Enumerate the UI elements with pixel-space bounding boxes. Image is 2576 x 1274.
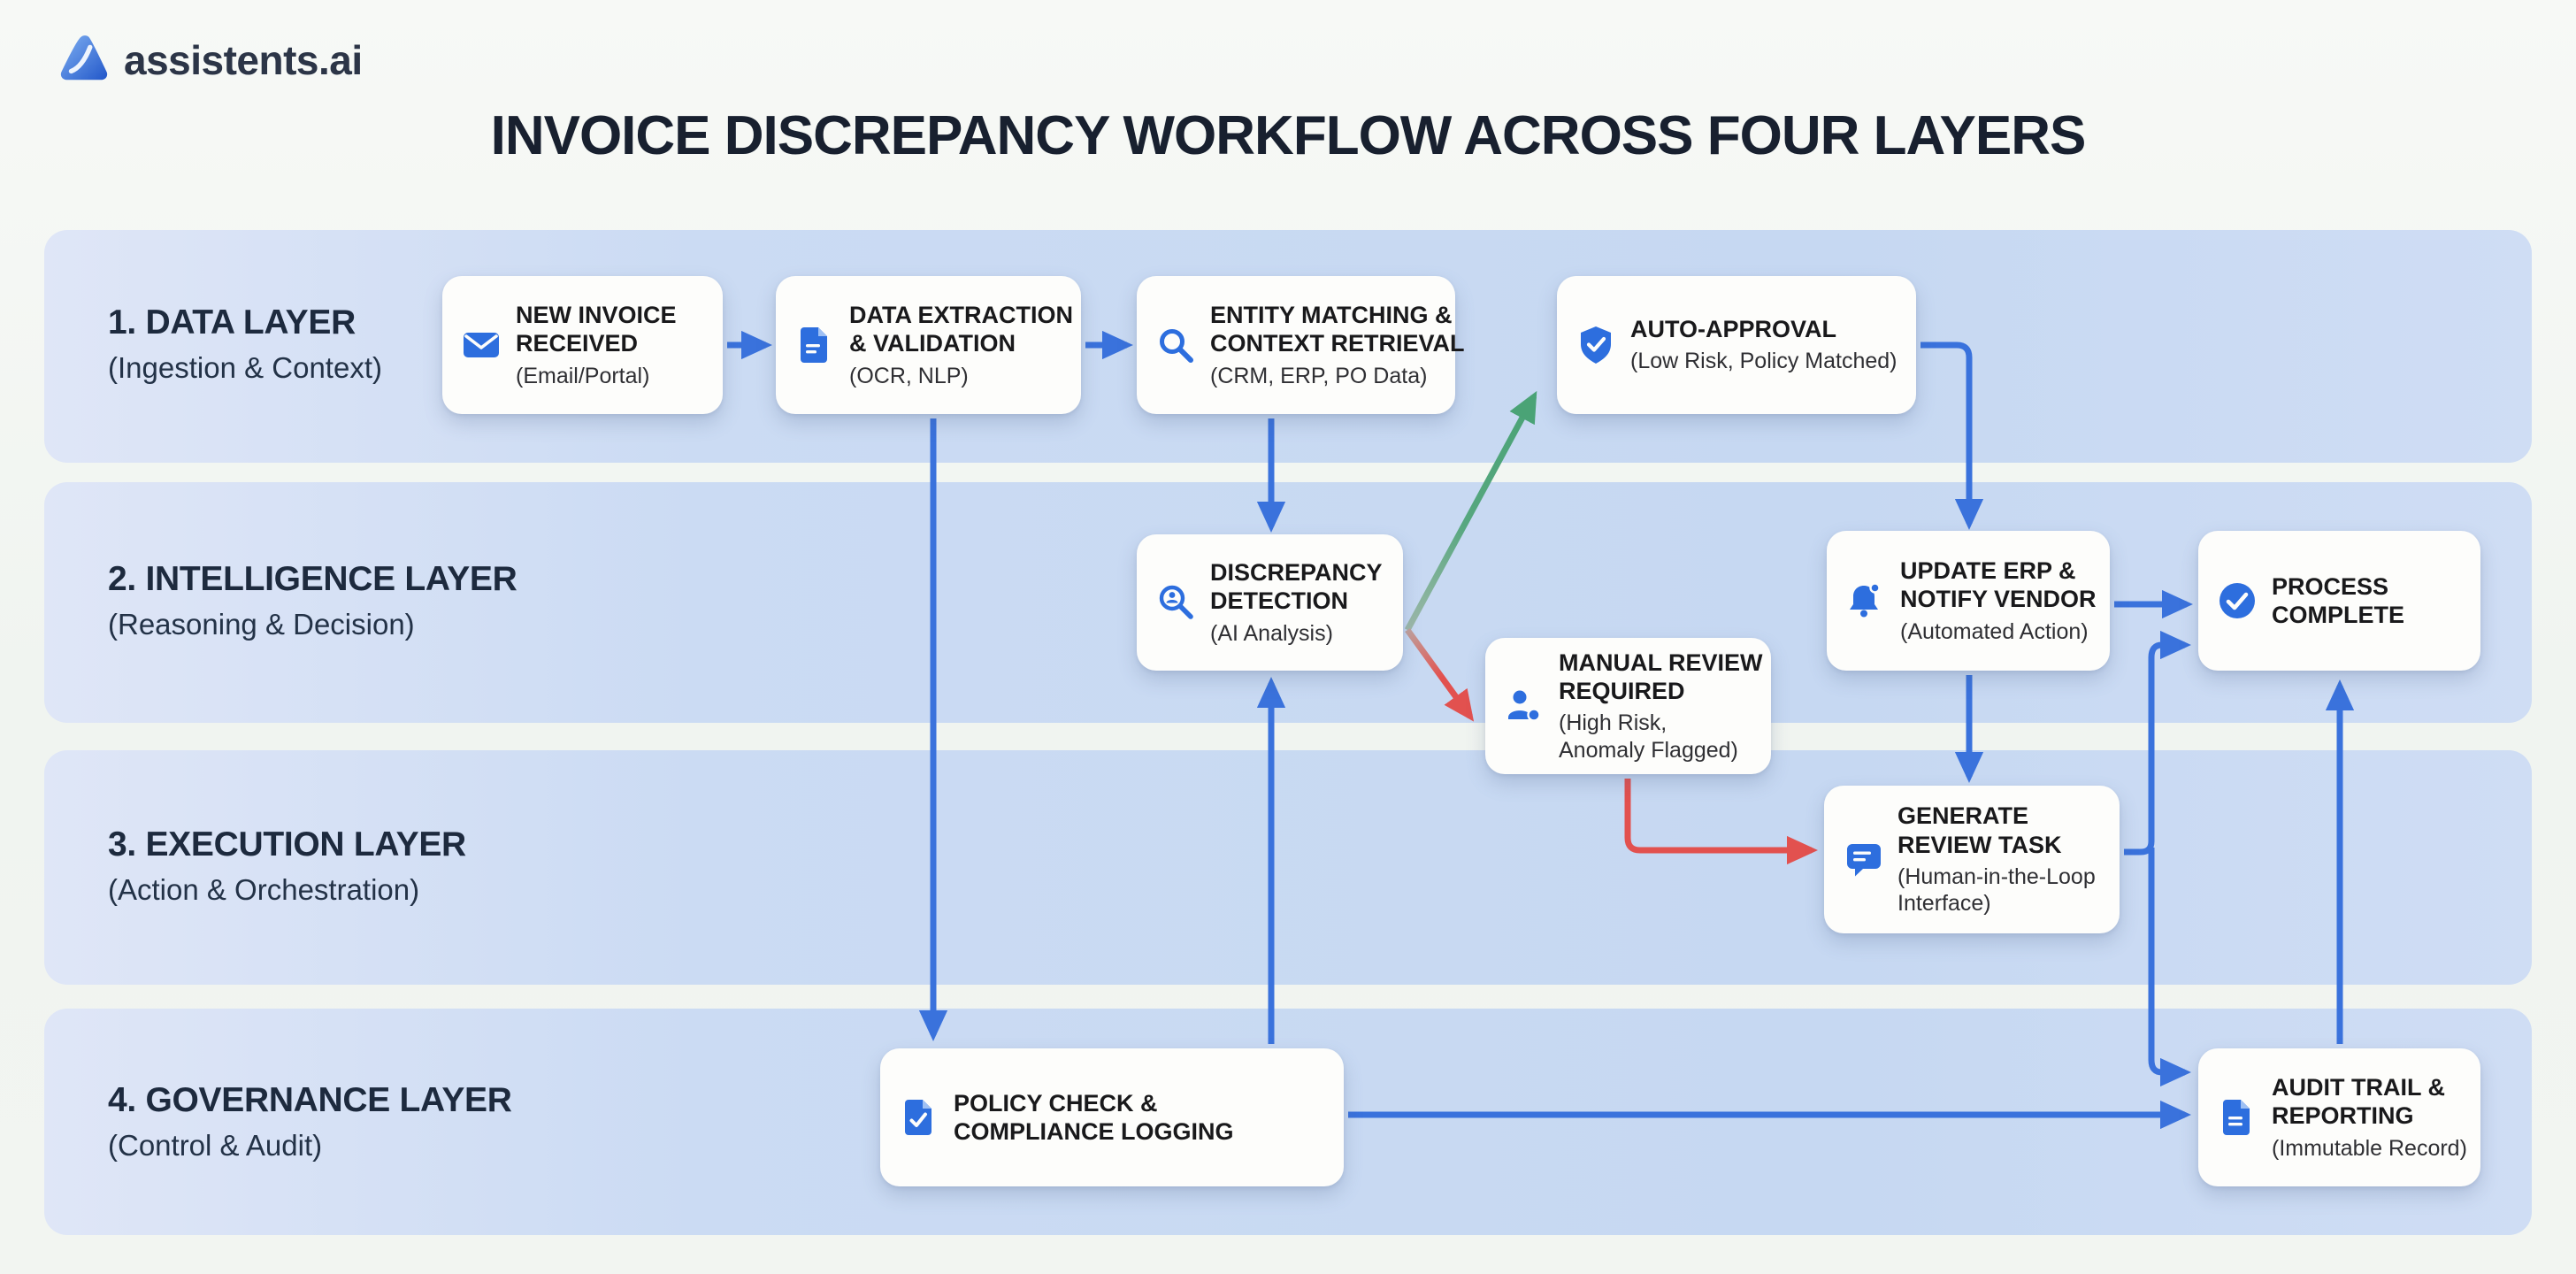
node-title-line: COMPLIANCE LOGGING [954,1118,1234,1145]
layer-label-governance: 4. GOVERNANCE LAYER (Control & Audit) [108,1081,512,1163]
node-title-line: CONTEXT RETRIEVAL [1210,330,1465,357]
layer-subtitle: (Ingestion & Context) [108,351,382,384]
node-subtitle-line: (Immutable Record) [2272,1135,2467,1161]
node-title-line: AUDIT TRAIL & [2272,1073,2445,1101]
node-generate-review-task: GENERATE REVIEW TASK (Human-in-the-Loop … [1824,786,2120,933]
node-title-line: REPORTING [2272,1102,2414,1130]
node-subtitle-line: (OCR, NLP) [849,363,969,388]
bell-icon [1844,579,1887,622]
node-new-invoice-received: NEW INVOICE RECEIVED (Email/Portal) [442,276,723,414]
search-icon [1154,324,1197,366]
node-subtitle-line: (High Risk, [1559,710,1668,736]
layer-subtitle: (Reasoning & Decision) [108,608,415,641]
node-title-line: POLICY CHECK & [954,1089,1158,1117]
node-subtitle-line: (Automated Action) [1900,618,2089,644]
node-manual-review-required: MANUAL REVIEW REQUIRED (High Risk, Anoma… [1485,638,1771,774]
arrow-discrepancy-to-autoapproval [1404,390,1537,632]
person-icon [1503,685,1545,727]
node-title-line: UPDATE ERP & [1900,556,2076,584]
person-search-icon [1154,581,1197,624]
node-title-line: NEW INVOICE [516,301,677,328]
chat-icon [1842,839,1884,881]
node-subtitle-line: Interface) [1898,891,1991,917]
assistents-logo-icon [57,32,111,88]
node-title-line: MANUAL REVIEW [1559,649,1763,676]
document-icon [2216,1096,2258,1139]
node-title-line: & VALIDATION [849,330,1016,357]
node-subtitle-line: Anomaly Flagged) [1559,737,1738,763]
node-subtitle-line: (AI Analysis) [1210,620,1333,646]
node-audit-trail-reporting: AUDIT TRAIL & REPORTING (Immutable Recor… [2198,1048,2480,1186]
node-title-line: COMPLETE [2272,602,2405,628]
document-icon [794,324,836,366]
check-circle-icon [2216,579,2258,622]
arrow-discrepancy-to-manualreview [1405,627,1475,722]
node-title-line: DETECTION [1210,587,1349,615]
page-title: INVOICE DISCREPANCY WORKFLOW ACROSS FOUR… [490,105,2087,166]
node-title-line: DISCREPANCY [1210,558,1383,586]
node-subtitle-line: (Human-in-the-Loop [1898,863,2096,889]
node-title-line: NOTIFY VENDOR [1900,586,2097,613]
node-title-line: GENERATE [1898,802,2029,830]
layer-label-execution: 3. EXECUTION LAYER (Action & Orchestrati… [108,825,466,907]
layer-subtitle: (Control & Audit) [108,1129,323,1162]
shield-check-icon [1575,324,1617,366]
arrow-autoapproval-to-updateerp [1920,342,1984,530]
node-update-erp-notify-vendor: UPDATE ERP & NOTIFY VENDOR (Automated Ac… [1827,531,2110,671]
node-title-line: PROCESS [2272,572,2389,600]
node-subtitle-line: (CRM, ERP, PO Data) [1210,363,1428,388]
node-process-complete: PROCESS COMPLETE [2198,531,2480,671]
node-title-line: DATA EXTRACTION [849,301,1073,328]
layer-title: 2. INTELLIGENCE LAYER [108,560,518,598]
layer-title: 3. EXECUTION LAYER [108,825,466,863]
node-title-line: RECEIVED [516,330,639,357]
mail-icon [460,324,502,366]
node-subtitle-line: (Email/Portal) [516,363,650,388]
layer-label-data: 1. DATA LAYER (Ingestion & Context) [108,303,382,385]
brand-logo: assistents.ai [57,32,363,88]
arrow-reviewtask-to-audittrail [2148,848,2191,1087]
node-discrepancy-detection: DISCREPANCY DETECTION (AI Analysis) [1137,534,1403,671]
document-check-icon [898,1096,940,1139]
node-title-line: ENTITY MATCHING & [1210,301,1453,328]
node-title-line: REQUIRED [1559,678,1685,704]
node-policy-check-compliance: POLICY CHECK & COMPLIANCE LOGGING [880,1048,1344,1186]
arrow-manualreview-to-reviewtask [1624,779,1818,865]
arrow-reviewtask-to-complete [2124,630,2191,856]
layer-title: 1. DATA LAYER [108,303,356,342]
node-entity-matching-context: ENTITY MATCHING & CONTEXT RETRIEVAL (CRM… [1137,276,1465,414]
node-subtitle-line: (Low Risk, Policy Matched) [1630,349,1898,374]
layer-label-intelligence: 2. INTELLIGENCE LAYER (Reasoning & Decis… [108,560,518,641]
node-title-line: REVIEW TASK [1898,831,2062,858]
node-data-extraction-validation: DATA EXTRACTION & VALIDATION (OCR, NLP) [776,276,1081,414]
layer-title: 4. GOVERNANCE LAYER [108,1081,512,1119]
node-auto-approval: AUTO-APPROVAL (Low Risk, Policy Matched) [1557,276,1916,414]
brand-name: assistents.ai [124,36,363,83]
layer-subtitle: (Action & Orchestration) [108,873,420,906]
node-title-line: AUTO-APPROVAL [1630,316,1837,343]
